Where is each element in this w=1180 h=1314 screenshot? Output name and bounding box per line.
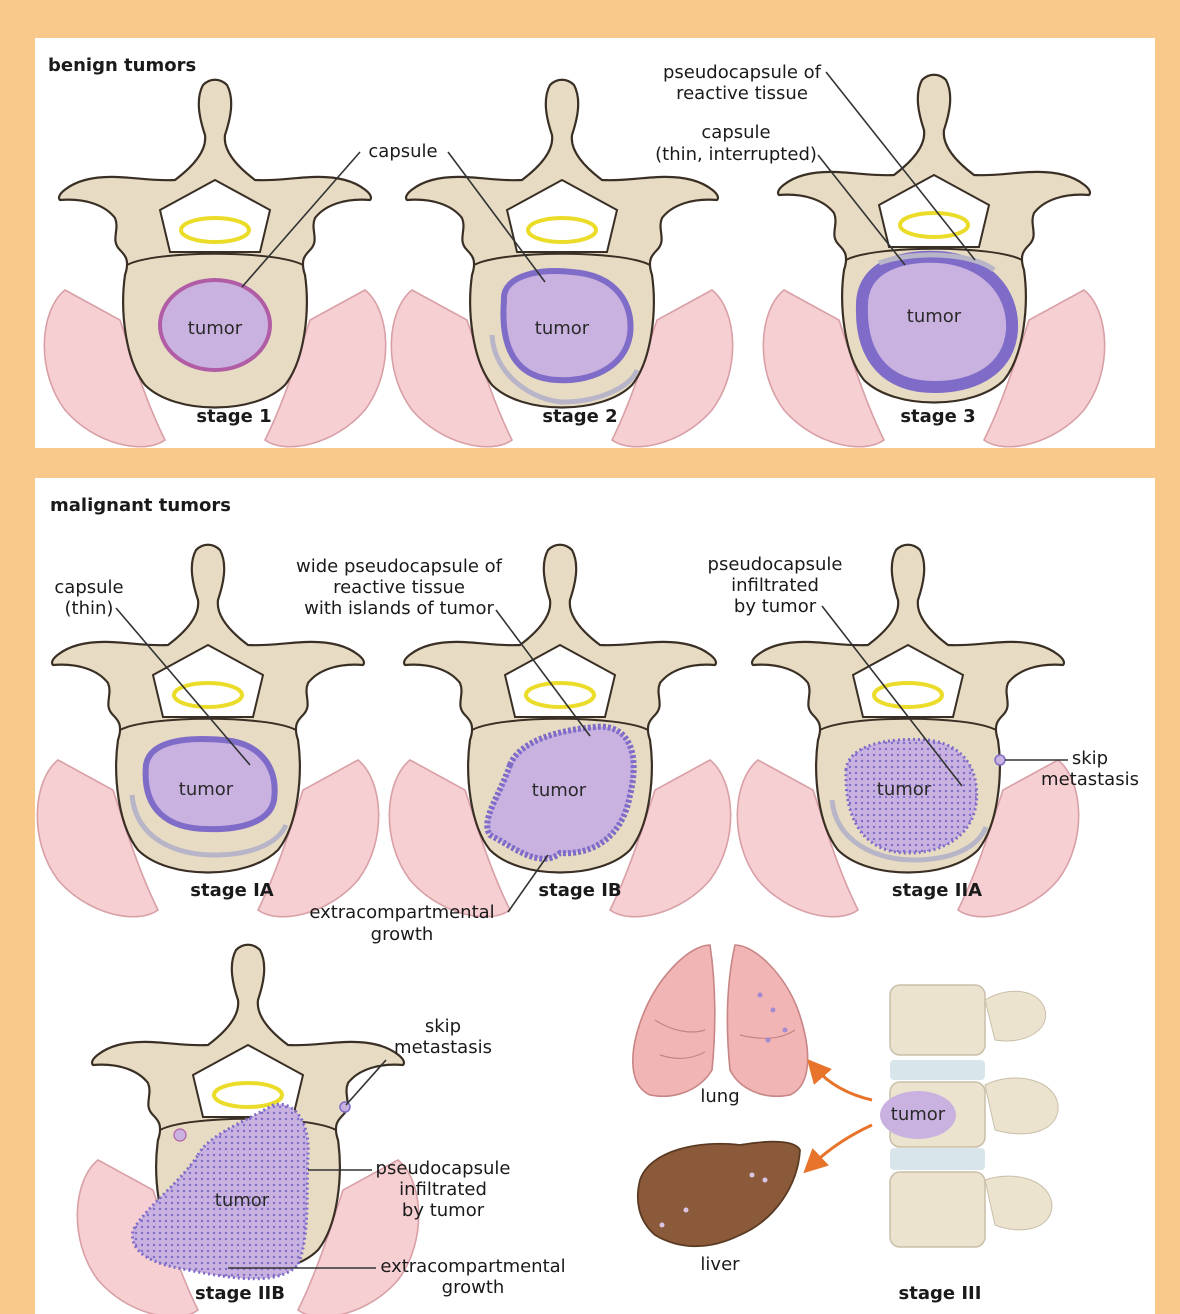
skip-metastasis-label-1: skip <box>1072 748 1108 769</box>
capsule-thin-label-line-1: capsule <box>701 122 770 143</box>
stage-ia-label: stage IA <box>190 880 274 901</box>
extracompartmental-iib-label-2: growth <box>442 1277 505 1298</box>
skip-metastasis-iib-label-1: skip <box>425 1016 461 1037</box>
stage-iii-label: stage III <box>899 1283 982 1304</box>
skip-metastasis-label-2: metastasis <box>1041 769 1139 790</box>
capsule-thin-label-1: capsule <box>54 577 123 598</box>
pseudocapsule-label-line-1: pseudocapsule of <box>663 62 822 83</box>
tumor-label-stage-iia: tumor <box>877 779 932 800</box>
extracompartmental-label-1: extracompartmental <box>309 902 494 923</box>
pseudocapsule-iib-label-2: infiltrated <box>399 1179 487 1200</box>
tumor-label-stage-ib: tumor <box>532 780 587 801</box>
wide-pseudocapsule-label-2: reactive tissue <box>333 577 465 598</box>
capsule-label: capsule <box>368 141 437 162</box>
stage-1-label: stage 1 <box>196 406 271 427</box>
stage-iib-label: stage IIB <box>195 1283 285 1304</box>
lung-label: lung <box>700 1086 739 1107</box>
benign-heading: benign tumors <box>48 55 196 76</box>
pseudocapsule-iib-label-1: pseudocapsule <box>376 1158 511 1179</box>
skip-metastasis-small <box>174 1129 186 1141</box>
pseudocapsule-infiltrated-label-2: infiltrated <box>731 575 819 596</box>
capsule-thin-label-line-2: (thin, interrupted) <box>655 144 817 165</box>
pseudocapsule-infiltrated-label-3: by tumor <box>734 596 817 617</box>
tumor-label-stage-iib: tumor <box>215 1190 270 1211</box>
wide-pseudocapsule-label-3: with islands of tumor <box>304 598 494 619</box>
tumor-label-stage-ia: tumor <box>179 779 234 800</box>
skip-metastasis <box>995 755 1005 765</box>
extracompartmental-label-2: growth <box>371 924 434 945</box>
stage-3-label: stage 3 <box>900 406 975 427</box>
malignant-heading: malignant tumors <box>50 495 231 516</box>
tumor-label-stage-iii: tumor <box>891 1104 946 1125</box>
tumor-label-stage-2: tumor <box>535 318 590 339</box>
wide-pseudocapsule-label-1: wide pseudocapsule of <box>296 556 503 577</box>
stage-2-label: stage 2 <box>542 406 617 427</box>
stage-iia-label: stage IIA <box>892 880 982 901</box>
liver-label: liver <box>700 1254 740 1275</box>
tumor-label-stage-3: tumor <box>907 306 962 327</box>
pseudocapsule-iib-label-3: by tumor <box>402 1200 485 1221</box>
pseudocapsule-label-line-2: reactive tissue <box>676 83 808 104</box>
skip-metastasis-iib-label-2: metastasis <box>394 1037 492 1058</box>
tumor-label-stage-1: tumor <box>188 318 243 339</box>
capsule-thin-label-2: (thin) <box>65 598 114 619</box>
skip-metastasis <box>340 1102 350 1112</box>
extracompartmental-iib-label-1: extracompartmental <box>380 1256 565 1277</box>
stage-ib-label: stage IB <box>538 880 621 901</box>
pseudocapsule-infiltrated-label-1: pseudocapsule <box>708 554 843 575</box>
